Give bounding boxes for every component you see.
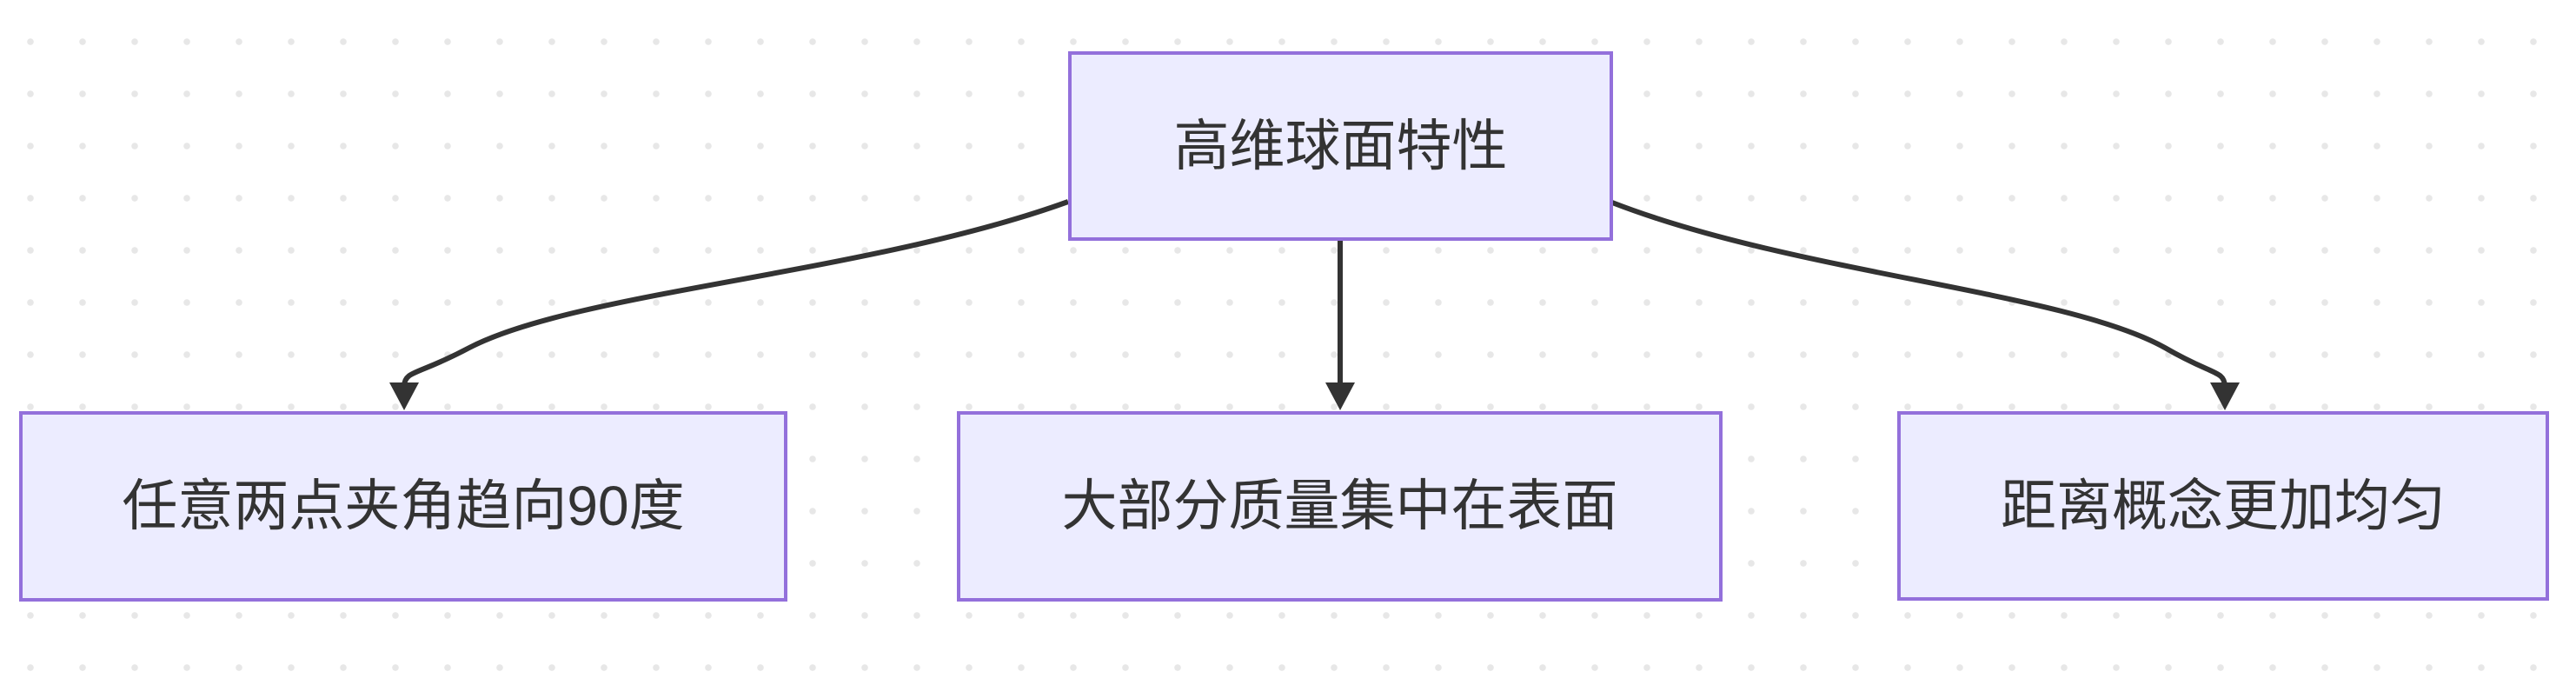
node-root: 高维球面特性	[1068, 51, 1613, 241]
node-child-1-label: 任意两点夹角趋向90度	[122, 475, 685, 538]
arrowhead-down-icon	[2210, 382, 2240, 410]
node-child-2-label: 大部分质量集中在表面	[1061, 475, 1618, 538]
arrowhead-down-icon	[1325, 382, 1355, 410]
node-child-3-label: 距离概念更加均匀	[2001, 474, 2446, 537]
edge-root-to-child1	[402, 199, 1070, 387]
arrowhead-down-icon	[389, 382, 419, 410]
node-root-label: 高维球面特性	[1173, 114, 1508, 177]
node-child-2: 大部分质量集中在表面	[957, 411, 1723, 602]
edge-root-to-child3	[1610, 200, 2227, 387]
node-child-3: 距离概念更加均匀	[1897, 411, 2549, 601]
node-child-1: 任意两点夹角趋向90度	[19, 411, 787, 602]
